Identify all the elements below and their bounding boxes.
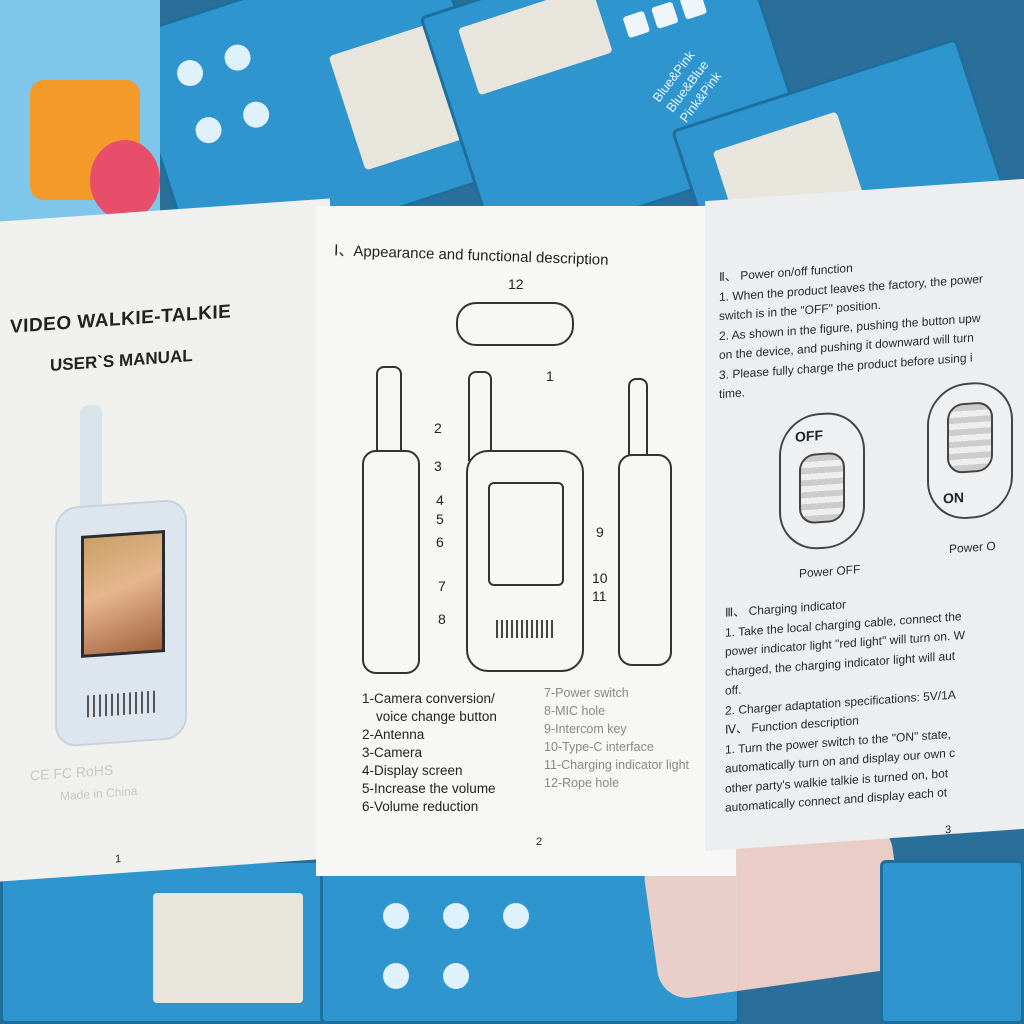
legend-item: 1-Camera conversion/	[362, 691, 495, 706]
box-icon	[443, 903, 469, 929]
on-label: ON	[943, 489, 964, 507]
legend-item: 6-Volume reduction	[362, 799, 479, 814]
manual-subtitle: USER`S MANUAL	[50, 346, 193, 376]
toy-ball	[90, 140, 160, 220]
legend-item: 9-Intercom key	[544, 722, 627, 736]
callout-5: 5	[436, 511, 444, 527]
box-icon	[192, 113, 225, 147]
manual-instructions-page: Ⅱ、 Power on/off function 1. When the pro…	[705, 178, 1024, 852]
manual-cover-page: VIDEO WALKIE-TALKIE USER`S MANUAL CE FC …	[0, 198, 330, 882]
legend-item: 7-Power switch	[544, 686, 629, 700]
callout-1: 1	[546, 368, 554, 384]
left-side-diagram	[362, 450, 420, 674]
callout-11: 11	[592, 588, 607, 604]
charging-section: Ⅲ、 Charging indicator 1. Take the local …	[725, 587, 965, 818]
switch-knob	[799, 451, 845, 525]
callout-10: 10	[592, 570, 608, 586]
switch-knob	[947, 401, 993, 475]
callout-3: 3	[434, 458, 442, 474]
legend-right: 7-Power switch 8-MIC hole 9-Intercom key…	[544, 684, 689, 792]
legend-item: 3-Camera	[362, 745, 423, 760]
legend-item: 11-Charging indicator light	[544, 758, 689, 772]
legend-item: 10-Type-C interface	[544, 740, 654, 754]
legend-item: 5-Increase the volume	[362, 781, 496, 796]
box-icon	[173, 56, 207, 90]
right-side-diagram	[618, 454, 672, 666]
manual-diagram-page: Ⅰ、Appearance and functional description …	[316, 206, 736, 876]
antenna-illustration	[80, 404, 102, 516]
legend-item: 8-MIC hole	[544, 704, 606, 718]
box-swatch	[679, 0, 708, 20]
speaker-diagram	[496, 620, 556, 638]
callout-6: 6	[436, 534, 444, 550]
box-icon	[221, 41, 254, 74]
box-window	[153, 893, 303, 1003]
page-number: 3	[945, 823, 952, 837]
right-antenna-diagram	[628, 378, 648, 464]
callout-7: 7	[438, 578, 446, 594]
legend-item: 12-Rope hole	[544, 776, 620, 790]
box-icon	[383, 963, 409, 989]
product-box	[880, 860, 1024, 1024]
front-antenna-diagram	[468, 371, 492, 461]
box-swatch	[622, 10, 651, 39]
power-on-caption: Power O	[949, 538, 996, 557]
switch-on-diagram: ON	[927, 379, 1013, 522]
legend-item: 4-Display screen	[362, 763, 463, 778]
power-section: Ⅱ、 Power on/off function 1. When the pro…	[719, 250, 983, 405]
toy-box	[0, 0, 160, 240]
top-view-diagram	[456, 302, 574, 346]
section-heading: Ⅰ、Appearance and functional description	[333, 242, 609, 269]
power-off-caption: Power OFF	[799, 562, 861, 581]
display-screen-diagram	[488, 482, 564, 586]
callout-9: 9	[596, 524, 604, 540]
legend-item: voice change button	[376, 709, 497, 724]
legend-left: 1-Camera conversion/ voice change button…	[362, 690, 497, 816]
child-photo	[81, 530, 165, 658]
box-icon	[443, 963, 469, 989]
color-options: Blue&Pink Blue&Blue Pink&Pink	[649, 47, 726, 126]
box-icon	[503, 903, 529, 929]
legend-item: 2-Antenna	[362, 727, 425, 742]
box-icon	[383, 903, 409, 929]
walkie-talkie-illustration	[55, 498, 187, 748]
callout-2: 2	[434, 420, 442, 436]
callout-12: 12	[508, 276, 524, 292]
manual-title: VIDEO WALKIE-TALKIE	[10, 301, 232, 338]
box-icon	[239, 98, 273, 132]
front-view-diagram	[466, 450, 584, 672]
box-window	[457, 0, 613, 96]
speaker-grill	[87, 690, 159, 718]
certification-marks: CE FC RoHS	[30, 761, 114, 784]
callout-8: 8	[438, 611, 446, 627]
off-label: OFF	[795, 426, 823, 445]
page-number: 2	[536, 836, 543, 848]
page-number: 1	[115, 853, 122, 866]
box-swatch	[651, 1, 679, 30]
switch-off-diagram: OFF	[779, 409, 865, 552]
callout-4: 4	[436, 492, 444, 508]
made-in: Made in China	[60, 783, 138, 804]
